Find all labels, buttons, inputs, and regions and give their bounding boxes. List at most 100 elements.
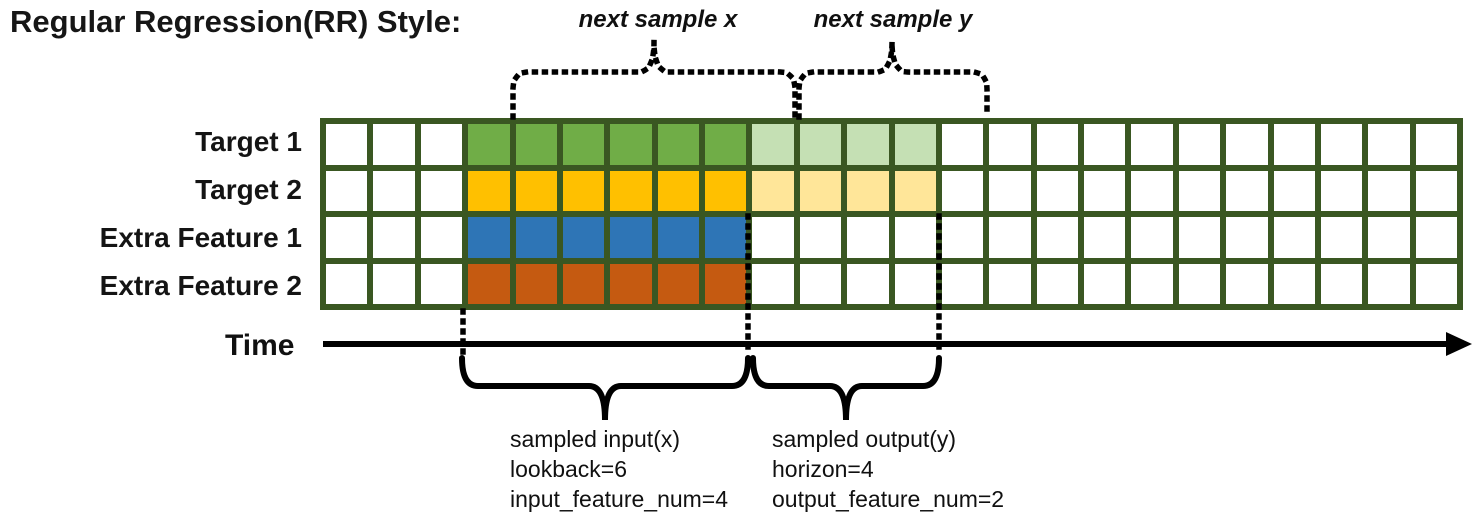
grid-cell-r4-c8 [657,263,699,304]
grid-cell-r3-c20 [1226,217,1268,258]
grid-cell-r3-c6 [562,217,605,258]
grid-cell-r1-c17 [1084,124,1126,165]
next-sample-y-label: next sample y [813,6,973,33]
grid-cell-r2-c22 [1320,170,1363,211]
grid-cell-r2-c7 [610,170,652,211]
grid-cell-r1-c20 [1226,124,1268,165]
grid-cell-r2-c5 [515,170,557,211]
grid-cell-r4-c3 [420,263,463,304]
grid-cell-r1-c9 [705,124,747,165]
grid-cell-r4-c2 [373,263,415,304]
grid-cell-r4-c4 [468,263,510,304]
grid-cell-r2-c12 [847,170,889,211]
grid-cell-r2-c11 [799,170,842,211]
time-arrow-head [1446,332,1472,356]
grid-cell-r2-c8 [657,170,699,211]
grid-cell-r4-c22 [1320,263,1363,304]
grid-cell-r1-c8 [657,124,699,165]
grid-cell-r1-c11 [799,124,842,165]
grid-cell-r4-c16 [1036,263,1078,304]
grid-cell-r4-c18 [1131,263,1173,304]
grid-cell-r3-c7 [610,217,652,258]
grid-cell-r2-c1 [326,170,368,211]
grid-cell-r2-c4 [468,170,510,211]
grid-cell-r1-c1 [326,124,368,165]
grid-cell-r4-c14 [941,263,984,304]
grid-cell-r3-c22 [1320,217,1363,258]
grid-cell-r2-c3 [420,170,463,211]
row-label-target-2: Target 2 [195,174,302,205]
grid-cell-r4-c19 [1178,263,1221,304]
grid-cell-r2-c16 [1036,170,1078,211]
grid-cell-r1-c6 [562,124,605,165]
grid-cell-r4-c5 [515,263,557,304]
grid-cell-r1-c23 [1368,124,1410,165]
next-sample-y-brace [796,41,990,120]
grid-cell-r4-c21 [1273,263,1315,304]
grid-cell-r1-c16 [1036,124,1078,165]
sampled-output-brace [750,355,942,421]
grid-cell-r3-c24 [1415,217,1457,258]
grid-cell-r2-c18 [1131,170,1173,211]
grid-cell-r1-c7 [610,124,652,165]
grid-cell-r4-c11 [799,263,842,304]
grid-cell-r4-c20 [1226,263,1268,304]
grid-cell-r4-c7 [610,263,652,304]
grid-cell-r1-c4 [468,124,510,165]
grid-cell-r1-c2 [373,124,415,165]
annotation-line: sampled input(x) [510,426,681,452]
grid-cell-r3-c9 [705,217,747,258]
grid-cell-r2-c21 [1273,170,1315,211]
grid-cell-r3-c13 [894,217,936,258]
time-axis-label: Time [225,329,295,362]
grid-cell-r3-c17 [1084,217,1126,258]
grid-cell-r4-c12 [847,263,889,304]
grid-cell-r3-c15 [989,217,1031,258]
grid-cell-r1-c10 [752,124,794,165]
grid-cell-r3-c3 [420,217,463,258]
grid-cell-r3-c4 [468,217,510,258]
grid-cell-r4-c24 [1415,263,1457,304]
sample-grid [320,118,1463,310]
annotation-line: lookback=6 [510,456,627,482]
grid-cell-r1-c3 [420,124,463,165]
grid-cell-r2-c2 [373,170,415,211]
grid-cell-r1-c19 [1178,124,1221,165]
grid-cell-r1-c24 [1415,124,1457,165]
page-title: Regular Regression(RR) Style: [10,4,462,39]
grid-cell-r3-c16 [1036,217,1078,258]
grid-cell-r3-c8 [657,217,699,258]
next-sample-x-brace [510,41,798,120]
grid-cell-r4-c1 [326,263,368,304]
grid-cell-r3-c18 [1131,217,1173,258]
annotation-line: sampled output(y) [772,426,957,452]
grid-cell-r2-c23 [1368,170,1410,211]
grid-cell-r2-c24 [1415,170,1457,211]
grid-cell-r3-c5 [515,217,557,258]
next-sample-x-label: next sample x [578,6,738,33]
grid-cell-r3-c14 [941,217,984,258]
grid-cell-r2-c17 [1084,170,1126,211]
grid-cell-r1-c5 [515,124,557,165]
grid-cell-r2-c14 [941,170,984,211]
grid-cell-r2-c6 [562,170,605,211]
grid-cell-r3-c21 [1273,217,1315,258]
grid-cell-r1-c21 [1273,124,1315,165]
grid-cell-r4-c13 [894,263,936,304]
grid-cell-r3-c10 [752,217,794,258]
grid-cell-r2-c20 [1226,170,1268,211]
annotation-line: output_feature_num=2 [772,486,1005,512]
grid-cell-r1-c18 [1131,124,1173,165]
row-label-extra-feature-2: Extra Feature 2 [99,270,302,301]
grid-cell-r1-c15 [989,124,1031,165]
sampled-input-brace [459,355,751,421]
grid-cell-r3-c19 [1178,217,1221,258]
grid-cell-r1-c22 [1320,124,1363,165]
grid-cell-r4-c15 [989,263,1031,304]
grid-cell-r4-c10 [752,263,794,304]
grid-cell-r1-c13 [894,124,936,165]
grid-cell-r1-c12 [847,124,889,165]
grid-cell-r4-c17 [1084,263,1126,304]
grid-cell-r2-c15 [989,170,1031,211]
